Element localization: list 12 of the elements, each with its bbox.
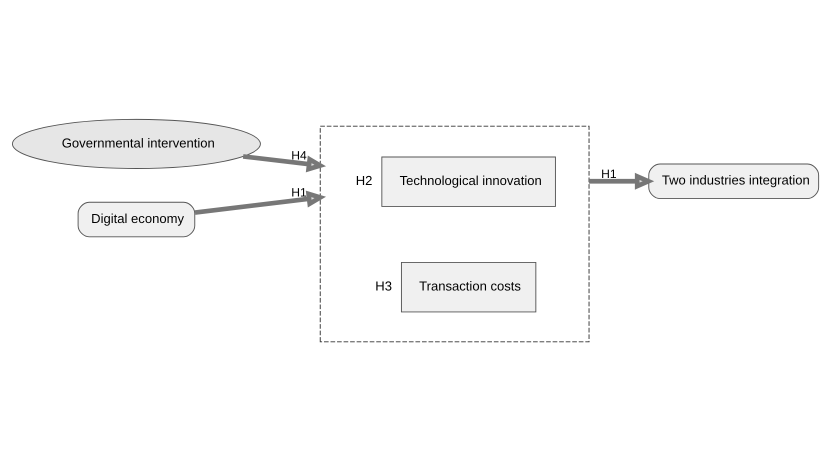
node-box: Two industries integration <box>648 164 820 199</box>
arrow <box>589 172 654 190</box>
arrow <box>242 154 326 172</box>
cluster <box>320 126 590 342</box>
node-label: H3 <box>375 278 392 294</box>
arrow <box>194 190 326 215</box>
edge-label: H1 <box>291 186 307 200</box>
node-label: H2 <box>356 173 372 188</box>
node-box: Digital economy <box>78 202 196 238</box>
edge-label: H1 <box>601 166 617 181</box>
node-ellipse: Governmental intervention <box>12 118 261 169</box>
edge-label: H4 <box>291 148 307 162</box>
